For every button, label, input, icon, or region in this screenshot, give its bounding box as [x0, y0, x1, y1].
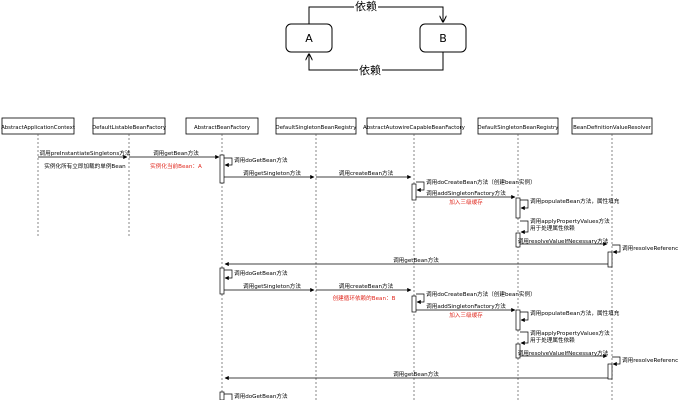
participant-abstract-bean-factory: AbstractBeanFactory [185, 117, 259, 400]
msg-getsingleton-2: 调用getSingleton方法 [243, 282, 301, 290]
node-a-label: A [305, 32, 313, 45]
msg-docreatebean-2: 调用doCreateBean方法（创建bean实例） [426, 290, 536, 298]
msg-apply-2-line1: 调用applyPropertyValues方法 [530, 329, 610, 337]
msg-addsingleton-1: 调用addSingletonFactory方法 [426, 189, 506, 197]
msg-getbean-3: 调用getBean方法 [393, 370, 439, 378]
msg-populate-2: 调用populateBean方法，属性填充 [530, 309, 620, 317]
message-labels: 调用preInstantiateSingletons方法 实例化所有立即加载的单… [40, 149, 678, 400]
participant-label: AbstractBeanFactory [194, 125, 251, 131]
msg-dogetbean-1: 调用doGetBean方法 [234, 156, 288, 164]
activation-bars [219, 154, 613, 400]
msg-dogetbean-3: 调用doGetBean方法 [234, 392, 288, 400]
msg-apply-1-line1: 调用applyPropertyValues方法 [530, 217, 610, 225]
participant-abstract-application-context: AbstractApplicationContext [1, 117, 75, 238]
dependency-label-top: 依赖 [355, 0, 377, 13]
participant-label: AbstractApplicationContext [1, 125, 75, 131]
node-b-label: B [439, 32, 447, 45]
msg-preinstantiate: 调用preInstantiateSingletons方法 [40, 149, 131, 157]
msg-getbean-2: 调用getBean方法 [393, 256, 439, 264]
participant-label: AbstractAutowireCapableBeanFactory [363, 125, 466, 131]
msg-getsingleton-1: 调用getSingleton方法 [243, 169, 301, 177]
msg-populate-1: 调用populateBean方法，属性填充 [530, 197, 620, 205]
participant-label: DefaultSingletonBeanRegistry [276, 125, 358, 131]
msg-apply-2-line2: 用于处理属性依赖 [530, 336, 575, 344]
participant-abstract-autowire-capable-bean-factory: AbstractAutowireCapableBeanFactory [363, 117, 466, 400]
msg-resolve-1: 调用resolveValueIfNecessary方法 [518, 237, 609, 245]
msg-instantiate-note: 实例化所有立即加载的单例Bean [44, 162, 126, 170]
msg-createbean-2: 调用createBean方法 [339, 282, 394, 290]
msg-createbean-1: 调用createBean方法 [339, 169, 394, 177]
note-cache-2: 加入三级缓存 [449, 311, 483, 319]
msg-docreatebean-1: 调用doCreateBean方法（创建bean实例） [426, 178, 536, 186]
dependency-label-bottom: 依赖 [359, 64, 381, 77]
participant-default-listable-bean-factory: DefaultListableBeanFactory [92, 117, 167, 238]
msg-addsingleton-2: 调用addSingletonFactory方法 [426, 302, 506, 310]
participants: AbstractApplicationContext DefaultListab… [1, 117, 653, 400]
participant-label: BeanDefinitionValueResolver [573, 125, 652, 131]
participant-label: DefaultListableBeanFactory [92, 125, 167, 131]
msg-getbean-1: 调用getBean方法 [153, 149, 199, 157]
note-cache-1: 加入三级缓存 [449, 198, 483, 206]
note-instantiate-a: 实例化当前Bean：A [150, 162, 202, 170]
msg-resolveref-1: 调用resolveReference方法 [622, 244, 678, 252]
msg-resolve-2: 调用resolveValueIfNecessary方法 [518, 349, 609, 357]
participant-default-singleton-bean-registry: DefaultSingletonBeanRegistry [276, 117, 358, 400]
note-create-b: 创建循环依赖的Bean：B [333, 294, 396, 302]
messages [38, 154, 621, 400]
msg-apply-1-line2: 用于处理属性依赖 [530, 224, 575, 232]
dependency-graph: A B 依赖 依赖 [285, 0, 467, 77]
msg-dogetbean-2: 调用doGetBean方法 [234, 269, 288, 277]
msg-resolveref-2: 调用resolveReference方法 [622, 356, 678, 364]
participant-label: DefaultSingletonBeanRegistry [478, 125, 560, 131]
